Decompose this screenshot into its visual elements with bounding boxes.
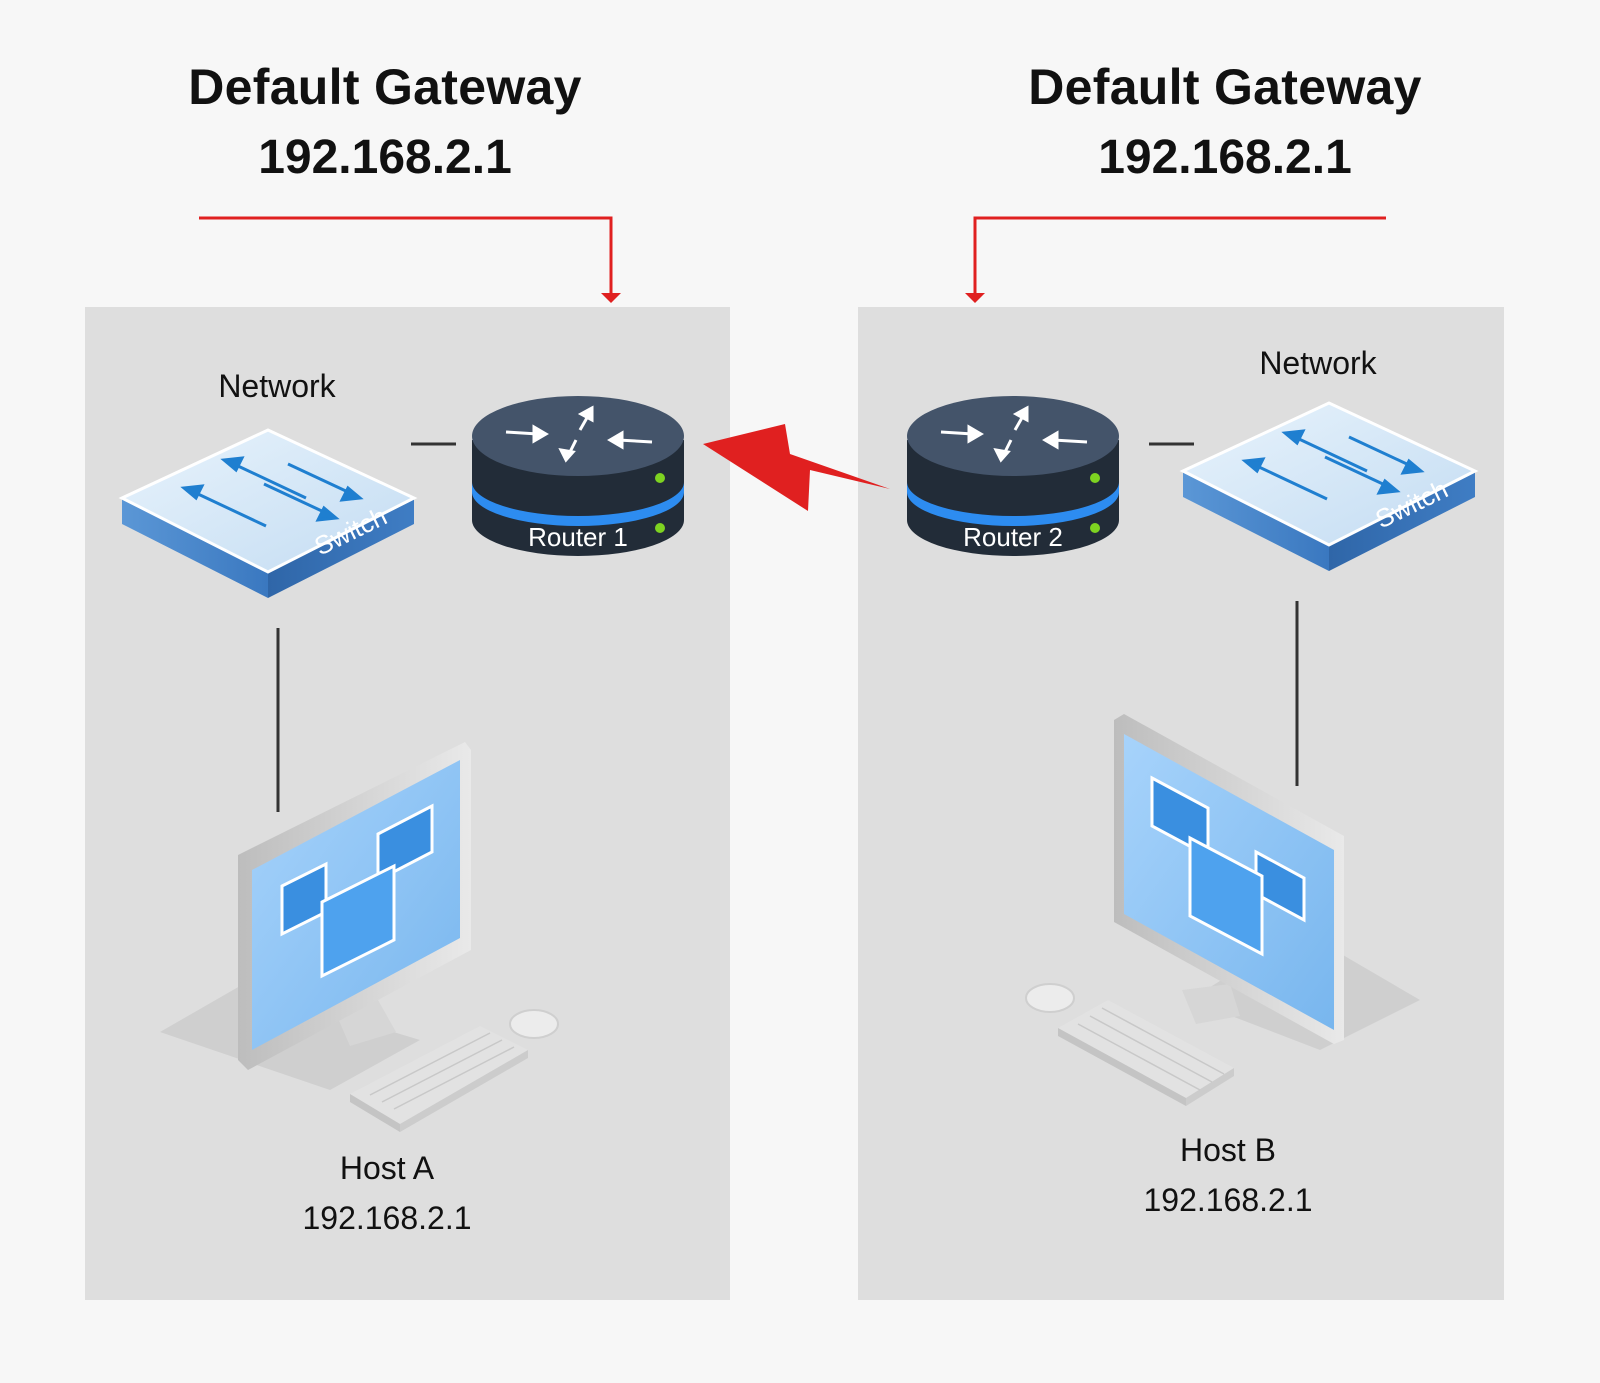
network-label-right: Network xyxy=(1259,345,1377,381)
gateway-title-left: Default Gateway xyxy=(188,59,582,115)
host-b-computer xyxy=(1025,714,1420,1106)
router-label: Router 2 xyxy=(963,522,1063,552)
network-label-left: Network xyxy=(218,368,336,404)
arrow-down-icon xyxy=(601,293,621,303)
gateway-pointer-left xyxy=(199,216,621,303)
arrow-down-icon xyxy=(965,293,985,303)
gateway-ip-left: 192.168.2.1 xyxy=(258,131,512,184)
switch-icon: Switch xyxy=(118,428,418,598)
monitor-icon xyxy=(1114,714,1344,1044)
host-b-name: Host B xyxy=(1179,1132,1277,1168)
keyboard-icon xyxy=(350,1026,528,1132)
lightning-icon xyxy=(703,424,890,511)
mouse-icon xyxy=(1025,983,1075,1013)
gateway-pointer-right xyxy=(965,216,1386,303)
router-icon: Router 1 xyxy=(472,396,684,556)
switch-icon: Switch xyxy=(1179,401,1479,571)
host-b-ip: 192.168.2.1 xyxy=(1143,1182,1313,1218)
keyboard-icon xyxy=(1058,1000,1234,1106)
mouse-icon xyxy=(509,1009,559,1039)
gateway-ip-right: 192.168.2.1 xyxy=(1098,131,1352,184)
host-a-computer xyxy=(160,742,559,1132)
router-label: Router 1 xyxy=(528,522,628,552)
monitor-icon xyxy=(238,742,471,1070)
host-a-name: Host A xyxy=(339,1150,435,1186)
host-a-ip: 192.168.2.1 xyxy=(302,1200,472,1236)
router-icon: Router 2 xyxy=(907,396,1119,556)
gateway-title-right: Default Gateway xyxy=(1028,59,1422,115)
